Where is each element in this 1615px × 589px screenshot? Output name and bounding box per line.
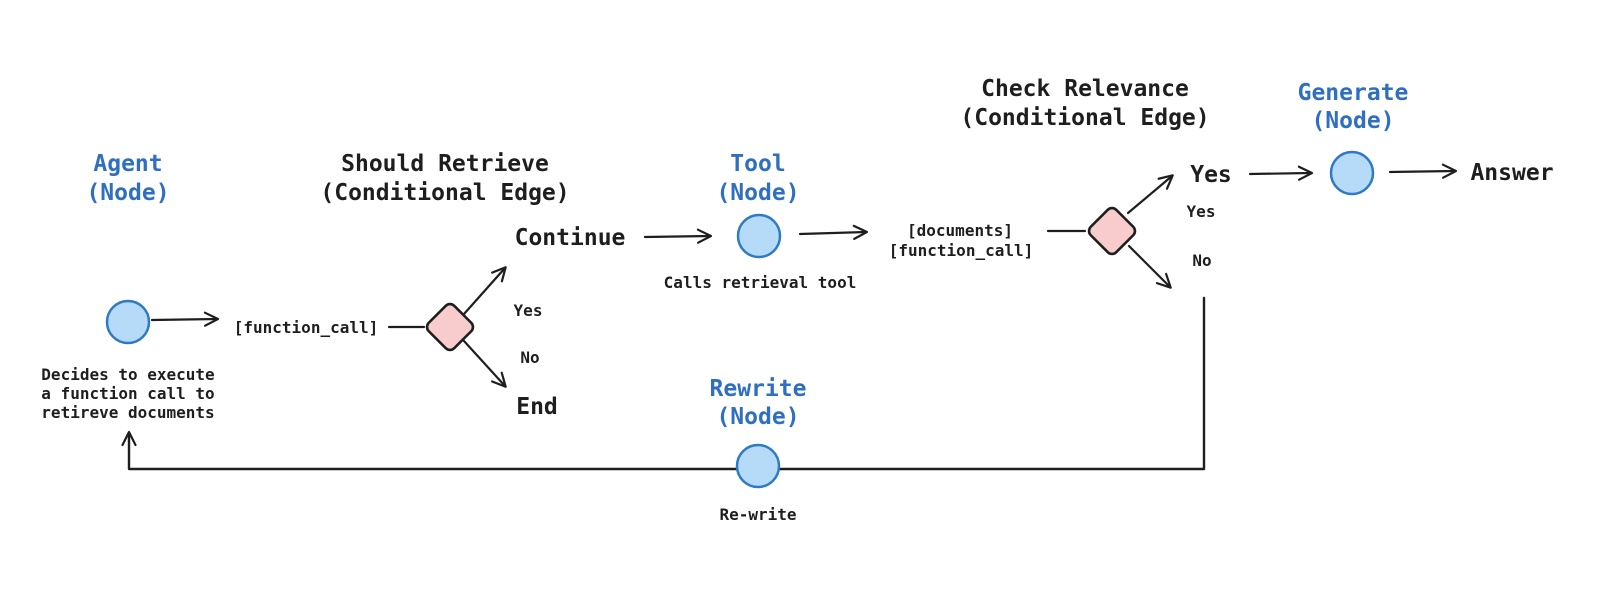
agent-title-line1: Agent: [93, 151, 162, 177]
function-call-label: [function_call]: [234, 318, 379, 337]
edge-agent-to-function-call: [150, 311, 220, 327]
edge-generate-to-answer: [1388, 163, 1458, 179]
edge-rewrite-loop: [121, 296, 1206, 471]
documents-function-call-label: [function_call]: [889, 241, 1034, 260]
agent-annotation-line1: Decides to execute: [41, 365, 214, 384]
rewrite-title-line1: Rewrite: [710, 376, 807, 402]
tool-title-line2: (Node): [716, 180, 799, 206]
continue-label: Continue: [515, 225, 626, 251]
documents-label: [documents]: [907, 221, 1013, 240]
should-retrieve-yes-label: Yes: [514, 301, 543, 320]
end-label: End: [516, 394, 558, 420]
agent-annotation-line3: retireve documents: [41, 403, 214, 422]
generate-title-line2: (Node): [1311, 108, 1394, 134]
edge-tool-to-documents: [798, 224, 869, 240]
check-relevance-title-line1: Check Relevance: [981, 76, 1189, 102]
should-retrieve-title-line1: Should Retrieve: [341, 151, 549, 177]
rewrite-node: [735, 443, 781, 489]
rewrite-label: Re-write: [719, 505, 796, 524]
tool-node: [736, 213, 782, 259]
edge-should-retrieve-no: [462, 339, 507, 388]
edge-should-retrieve-yes: [462, 266, 507, 316]
generate-node: [1329, 150, 1375, 196]
edge-continue-to-tool: [643, 228, 713, 244]
edge-check-relevance-no: [1127, 244, 1172, 289]
relevance-yes-small-label: Yes: [1187, 202, 1216, 221]
edge-yes-to-generate: [1248, 165, 1314, 181]
check-relevance-title-line2: (Conditional Edge): [960, 105, 1209, 131]
should-retrieve-diamond: [425, 302, 475, 352]
agent-node: [105, 299, 151, 345]
agent-title-line2: (Node): [86, 180, 169, 206]
check-relevance-diamond: [1087, 206, 1137, 256]
edge-check-relevance-yes: [1126, 174, 1174, 215]
tool-annotation: Calls retrieval tool: [664, 273, 857, 292]
should-retrieve-no-label: No: [520, 348, 539, 367]
rewrite-title-line2: (Node): [716, 404, 799, 430]
agent-annotation-line2: a function call to: [41, 384, 214, 403]
generate-title-line1: Generate: [1298, 80, 1409, 106]
relevance-yes-big-label: Yes: [1190, 162, 1232, 188]
tool-title-line1: Tool: [730, 151, 785, 177]
relevance-no-label: No: [1192, 251, 1211, 270]
should-retrieve-title-line2: (Conditional Edge): [320, 180, 569, 206]
answer-label: Answer: [1470, 160, 1553, 186]
